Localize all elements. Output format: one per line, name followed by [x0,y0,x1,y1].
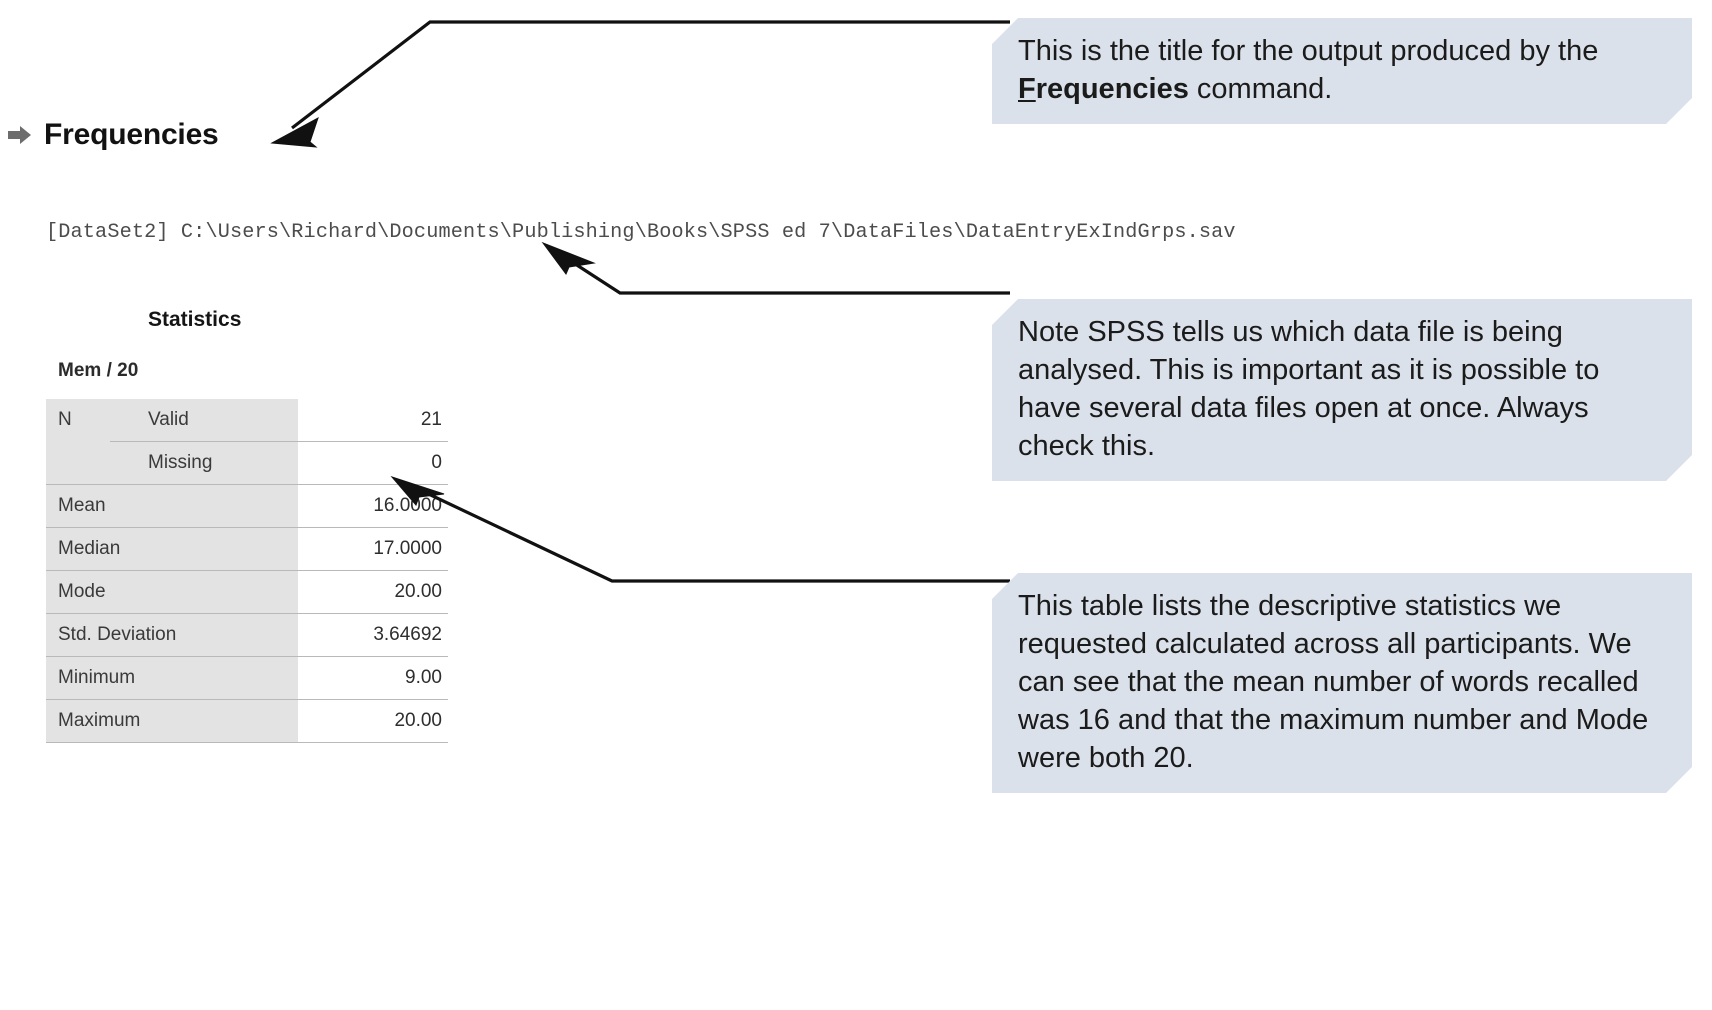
callout-1-bold-rest: requencies [1035,73,1189,105]
row-value: 20.00 [298,570,448,614]
table-row: N Valid 21 [46,399,448,442]
row-group-label [46,441,110,485]
row-value: 20.00 [298,699,448,743]
table-row: Mode 20.00 [46,570,448,614]
row-label: Mean [46,484,298,528]
table-row: Mean 16.0000 [46,484,448,528]
right-arrow-bullet-icon [8,124,34,146]
row-group-label: N [46,399,110,442]
row-label: Std. Deviation [46,613,298,657]
table-row: Median 17.0000 [46,527,448,571]
callout-1-text-after: command. [1188,73,1333,105]
row-value: 3.64692 [298,613,448,657]
spss-output-pane: Frequencies [DataSet2] C:\Users\Richard\… [8,118,1236,743]
row-value: 21 [298,399,448,442]
callout-1-bold-term: Frequencies [1018,73,1189,105]
table-row: Minimum 9.00 [46,656,448,700]
row-label: Mode [46,570,298,614]
dataset-path-line: [DataSet2] C:\Users\Richard\Documents\Pu… [46,221,1236,244]
table-row: Std. Deviation 3.64692 [46,613,448,657]
row-label: Minimum [46,656,298,700]
callout-dataset: Note SPSS tells us which data file is be… [992,299,1692,481]
row-value: 17.0000 [298,527,448,571]
table-row: Missing 0 [46,441,448,485]
callout-stats: This table lists the descriptive statist… [992,573,1692,793]
statistics-table-subtitle: Mem / 20 [58,360,139,381]
row-label: Maximum [46,699,298,743]
table-row: Maximum 20.00 [46,699,448,743]
row-value: 16.0000 [298,484,448,528]
statistics-table: N Valid 21 Missing 0 Mean 16.0000 Median… [46,399,448,743]
statistics-table-title: Statistics [148,308,242,331]
callout-1-accelerator-letter: F [1018,73,1036,105]
row-label: Missing [110,441,298,485]
row-label: Valid [110,399,298,442]
callout-1-text-before: This is the title for the output produce… [1018,35,1599,67]
frequencies-heading: Frequencies [8,118,219,152]
row-label: Median [46,527,298,571]
row-value: 0 [298,441,448,485]
callout-title: This is the title for the output produce… [992,18,1692,124]
row-value: 9.00 [298,656,448,700]
page-title: Frequencies [44,118,219,151]
